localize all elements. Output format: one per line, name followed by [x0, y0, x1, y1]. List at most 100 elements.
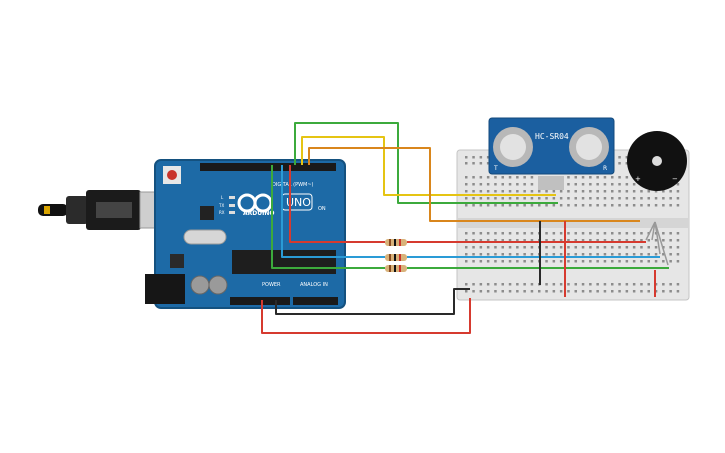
breadboard-hole: [640, 190, 643, 193]
breadboard-hole: [618, 290, 621, 293]
breadboard-hole: [559, 197, 563, 200]
breadboard-hole: [603, 246, 607, 249]
breadboard-hole: [589, 197, 592, 200]
breadboard-hole: [640, 204, 643, 207]
analog-label: ANALOG IN: [300, 282, 328, 288]
breadboard-hole: [523, 232, 526, 235]
breadboard-hole: [676, 232, 680, 235]
breadboard-hole: [647, 239, 650, 242]
breadboard-hole: [530, 190, 534, 193]
breadboard-hole: [618, 190, 621, 193]
breadboard-hole: [552, 204, 556, 207]
breadboard-hole: [523, 183, 526, 186]
breadboard-hole: [559, 290, 563, 293]
breadboard-hole: [494, 176, 497, 179]
breadboard-hole: [545, 190, 548, 193]
breadboard-hole: [574, 190, 577, 193]
breadboard-hole: [676, 183, 680, 186]
breadboard-hole: [530, 246, 534, 249]
breadboard-hole: [611, 190, 614, 193]
breadboard-hole: [662, 197, 665, 200]
breadboard-hole: [589, 253, 592, 256]
breadboard-hole: [465, 290, 468, 293]
breadboard-hole: [647, 290, 650, 293]
breadboard-hole: [465, 253, 468, 256]
breadboard-hole: [632, 204, 636, 207]
breadboard-hole: [669, 283, 672, 286]
breadboard-hole: [465, 156, 468, 159]
breadboard-hole: [676, 283, 680, 286]
breadboard-hole: [574, 232, 577, 235]
breadboard-hole: [472, 246, 475, 249]
breadboard-hole: [559, 260, 563, 263]
breadboard-hole: [662, 204, 665, 207]
breadboard-hole: [486, 197, 490, 200]
breadboard-hole: [508, 246, 512, 249]
breadboard-hole: [516, 290, 519, 293]
breadboard-hole: [545, 260, 548, 263]
tx-label: TX: [218, 203, 224, 208]
breadboard-hole: [567, 197, 570, 200]
breadboard-hole: [618, 283, 621, 286]
breadboard-hole: [676, 190, 680, 193]
breadboard-hole: [581, 290, 585, 293]
resistor-3: [385, 265, 407, 272]
breadboard-hole: [596, 183, 599, 186]
breadboard-hole: [523, 239, 526, 242]
breadboard-hole: [632, 283, 636, 286]
breadboard-hole: [618, 239, 621, 242]
breadboard-hole: [640, 246, 643, 249]
breadboard-hole: [581, 246, 585, 249]
breadboard-hole: [494, 190, 497, 193]
breadboard-hole: [472, 239, 475, 242]
breadboard-hole: [654, 290, 658, 293]
breadboard-hole: [611, 197, 614, 200]
breadboard-hole: [581, 176, 585, 179]
rx-label: RX: [219, 210, 225, 215]
breadboard-hole: [618, 176, 621, 179]
breadboard-hole: [479, 176, 483, 179]
breadboard-hole: [589, 290, 592, 293]
breadboard-hole: [530, 253, 534, 256]
breadboard-hole: [625, 246, 629, 249]
breadboard-hole: [508, 197, 512, 200]
breadboard-hole: [596, 197, 599, 200]
breadboard-hole: [625, 156, 629, 159]
breadboard-hole: [611, 183, 614, 186]
breadboard-hole: [486, 260, 490, 263]
breadboard-hole: [662, 190, 665, 193]
breadboard-hole: [486, 162, 490, 165]
breadboard-hole: [465, 197, 468, 200]
breadboard-hole: [574, 260, 577, 263]
breadboard-hole: [559, 232, 563, 235]
breadboard-hole: [662, 253, 665, 256]
resistor-1: [385, 239, 407, 246]
wire-yellow: [301, 136, 556, 196]
breadboard-hole: [611, 232, 614, 235]
breadboard-hole: [472, 260, 475, 263]
wire-red-5v: [261, 298, 471, 334]
breadboard-hole: [567, 260, 570, 263]
breadboard-hole: [676, 253, 680, 256]
breadboard-hole: [574, 290, 577, 293]
breadboard-hole: [574, 246, 577, 249]
breadboard-hole: [618, 253, 621, 256]
breadboard-hole: [662, 232, 665, 235]
breadboard-hole: [516, 246, 519, 249]
breadboard-hole: [589, 232, 592, 235]
breadboard-hole: [472, 253, 475, 256]
breadboard-hole: [516, 283, 519, 286]
breadboard-hole: [516, 260, 519, 263]
breadboard-hole: [654, 204, 658, 207]
breadboard-hole: [530, 183, 534, 186]
breadboard-hole: [501, 176, 504, 179]
breadboard-hole: [611, 290, 614, 293]
breadboard-hole: [603, 239, 607, 242]
breadboard-hole: [589, 283, 592, 286]
breadboard-hole: [465, 239, 468, 242]
breadboard-hole: [486, 246, 490, 249]
breadboard-hole: [567, 176, 570, 179]
breadboard-hole: [625, 232, 629, 235]
breadboard-hole: [545, 197, 548, 200]
breadboard-hole: [472, 156, 475, 159]
